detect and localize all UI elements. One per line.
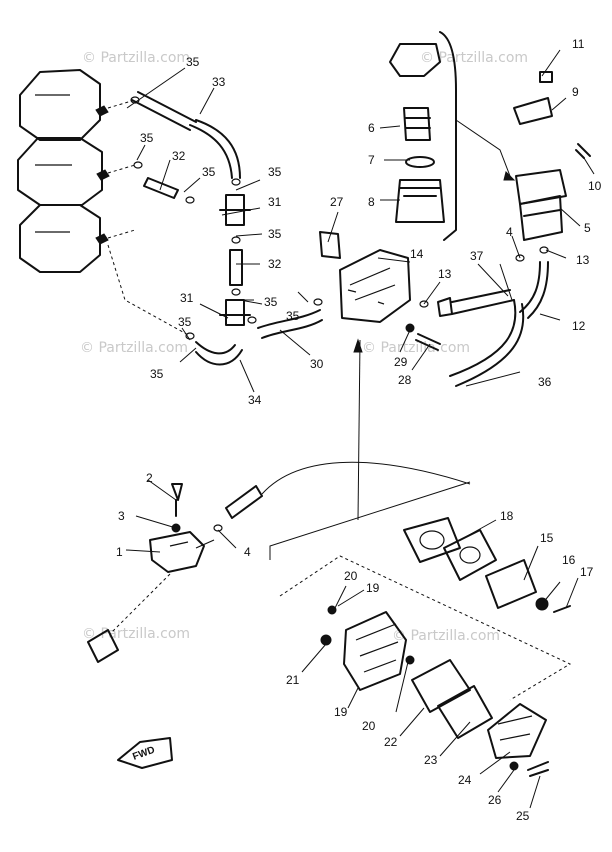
filter-assembly [513, 71, 591, 319]
callout: 32 [172, 149, 186, 163]
callout: 4 [244, 545, 251, 559]
callout: 35 [178, 315, 192, 329]
callout: 25 [516, 809, 530, 823]
callout: 35 [202, 165, 216, 179]
callout: 19 [334, 705, 348, 719]
callout: 24 [458, 773, 472, 787]
watermark: © Partzilla.com [82, 626, 190, 642]
callout: 13 [438, 267, 452, 281]
carburetor-group [17, 69, 191, 337]
callout: 14 [410, 247, 424, 261]
callout: 18 [500, 509, 514, 523]
hose-network [130, 91, 323, 366]
callout: 11 [572, 37, 585, 51]
watermarks: © Partzilla.com © Partzilla.com © Partzi… [80, 50, 528, 644]
callout: 32 [268, 257, 282, 271]
callout: 34 [248, 393, 262, 407]
fuel-pump-exploded [269, 481, 572, 777]
fuel-filter-inset [389, 31, 516, 241]
callout: 8 [368, 195, 375, 209]
callout: 35 [286, 309, 300, 323]
fwd-label: FWD [131, 745, 156, 763]
callout: 35 [186, 55, 200, 69]
callout: 6 [368, 121, 375, 135]
callout: 19 [366, 581, 380, 595]
callout: 35 [150, 367, 164, 381]
callout: 22 [384, 735, 398, 749]
callout: 3 [118, 509, 125, 523]
fuel-joint [87, 461, 471, 663]
callout: 10 [588, 179, 602, 193]
callout: 28 [398, 373, 412, 387]
callout: 36 [538, 375, 552, 389]
callout: 9 [572, 85, 579, 99]
callout: 30 [310, 357, 324, 371]
callout: 2 [146, 471, 153, 485]
callout: 20 [344, 569, 358, 583]
callout: 35 [140, 131, 154, 145]
callout: 7 [368, 153, 375, 167]
callout: 21 [286, 673, 300, 687]
callout: 15 [540, 531, 554, 545]
callout: 31 [268, 195, 282, 209]
callout: 20 [362, 719, 376, 733]
watermark: © Partzilla.com [420, 50, 528, 66]
callout: 33 [212, 75, 226, 89]
fuel-pump [319, 231, 525, 521]
callout: 16 [562, 553, 576, 567]
callout: 5 [584, 221, 591, 235]
watermark: © Partzilla.com [80, 340, 188, 356]
watermark: © Partzilla.com [82, 50, 190, 66]
callout: 31 [180, 291, 194, 305]
callout: 35 [264, 295, 278, 309]
leader-lines [125, 49, 595, 809]
callout: 4 [506, 225, 513, 239]
callout: 29 [394, 355, 408, 369]
callout: 26 [488, 793, 502, 807]
callout: 27 [330, 195, 344, 209]
callouts: 35 33 35 32 35 35 31 35 32 31 35 35 35 3… [116, 37, 602, 823]
watermark: © Partzilla.com [392, 628, 500, 644]
callout: 12 [572, 319, 586, 333]
callout: 17 [580, 565, 594, 579]
callout: 37 [470, 249, 484, 263]
watermark: © Partzilla.com [362, 340, 470, 356]
callout: 13 [576, 253, 590, 267]
callout: 23 [424, 753, 438, 767]
fwd-arrow: FWD [117, 737, 173, 769]
callout: 1 [116, 545, 123, 559]
callout: 35 [268, 227, 282, 241]
callout: 35 [268, 165, 282, 179]
